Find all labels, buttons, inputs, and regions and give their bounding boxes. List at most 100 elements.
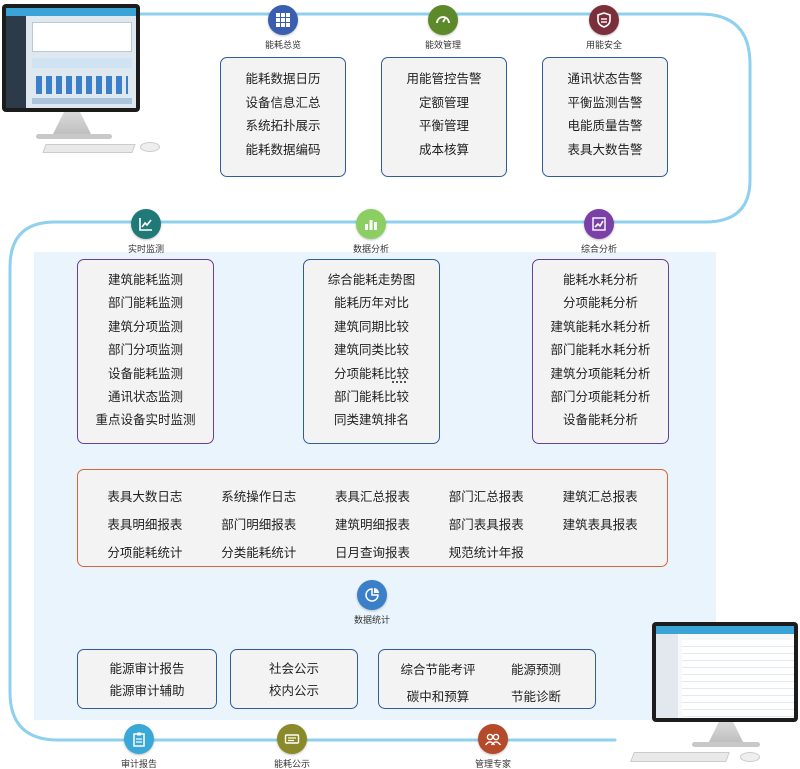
list-item[interactable]: 建筑分项监测 — [107, 318, 183, 334]
node-label: 审计报告 — [120, 760, 157, 769]
node-energy-overview[interactable]: 能耗总览 — [243, 5, 323, 51]
list-item[interactable]: 重点设备实时监测 — [95, 412, 196, 428]
list-item[interactable]: 表具大数告警 — [567, 141, 643, 157]
box-energy-overview: 能耗数据日历设备信息汇总系统拓扑展示能耗数据编码 — [220, 57, 346, 177]
list-item[interactable]: 能源预测 — [510, 662, 561, 677]
list-item[interactable]: 平衡管理 — [418, 118, 469, 133]
node-label: 用能安全 — [585, 41, 622, 51]
list-item[interactable]: 建筑能耗水耗分析 — [550, 318, 651, 334]
desktop-monitor-right — [622, 612, 800, 769]
node-data-statistics[interactable]: 数据统计 — [332, 580, 412, 626]
list-item[interactable]: 能耗水耗分析 — [562, 272, 638, 287]
list-item[interactable]: 建筑同类比较 — [333, 342, 409, 358]
list-item[interactable]: 部门能耗比较 — [333, 389, 409, 405]
list-item[interactable]: 能源审计辅助 — [109, 683, 185, 698]
list-item[interactable]: 设备信息汇总 — [245, 94, 321, 110]
desktop-monitor-left — [0, 0, 176, 160]
list-item[interactable]: 建筑能耗监测 — [107, 272, 183, 287]
list-item[interactable]: 分项能耗分析 — [562, 295, 638, 311]
list-item[interactable]: 表具明细报表 — [107, 517, 183, 532]
list-item[interactable]: 平衡监测告警 — [567, 94, 643, 110]
node-comprehensive-analysis[interactable]: 综合分析 — [559, 209, 639, 255]
box-audit-report: 能源审计报告能源审计辅助 — [77, 649, 217, 709]
list-item[interactable]: 能源审计报告 — [109, 661, 185, 676]
list-item[interactable]: 设备能耗监测 — [107, 365, 183, 381]
list-item[interactable]: 表具汇总报表 — [334, 489, 410, 504]
node-label: 综合分析 — [580, 245, 617, 255]
node-label: 数据统计 — [353, 616, 390, 626]
node-label: 能效管理 — [424, 41, 461, 51]
list-item[interactable]: 表具大数日志 — [107, 489, 183, 504]
shield-icon — [589, 5, 619, 35]
list-item[interactable]: 综合能耗走势图 — [327, 272, 416, 287]
box-data-statistics: 表具大数日志 系统操作日志 表具汇总报表 部门汇总报表 建筑汇总报表表具明细报表 部门明细… — [77, 469, 668, 567]
box-mgmt-expert: 综合节能考评 能源预测碳中和预算 节能诊断 — [378, 649, 596, 709]
list-item[interactable]: 日月查询报表 — [334, 545, 410, 560]
box-comprehensive-analysis: 能耗水耗分析分项能耗分析建筑能耗水耗分析部门能耗水耗分析建筑分项能耗分析部门分项… — [532, 259, 669, 444]
list-item[interactable]: 分项能耗统计 — [107, 545, 183, 560]
list-item[interactable]: 综合节能考评 — [400, 662, 476, 677]
node-realtime-monitor[interactable]: 实时监测 — [106, 209, 186, 255]
node-energy-public[interactable]: 能耗公示 — [252, 724, 332, 769]
list-item[interactable]: 分类能耗统计 — [221, 545, 297, 560]
box-data-analysis: 综合能耗走势图能耗历年对比建筑同期比较建筑同类比较分项能耗比较部门能耗比较同类建… — [303, 259, 440, 444]
notice-icon — [277, 724, 307, 754]
node-label: 数据分析 — [352, 245, 389, 255]
list-item[interactable]: 校内公示 — [268, 683, 319, 698]
list-item[interactable]: 部门分项能耗分析 — [550, 389, 651, 405]
list-item[interactable]: 电能质量告警 — [567, 118, 643, 133]
list-item[interactable]: 部门分项监测 — [107, 342, 183, 358]
box-efficiency-mgmt: 用能管控告警定额管理平衡管理成本核算 — [381, 57, 507, 177]
node-energy-safety[interactable]: 用能安全 — [564, 5, 644, 51]
list-item[interactable]: 系统操作日志 — [221, 489, 297, 504]
list-item[interactable]: 能耗数据编码 — [245, 141, 321, 157]
divider-dots — [392, 381, 406, 383]
list-item[interactable]: 建筑明细报表 — [334, 517, 410, 532]
list-item[interactable]: 成本核算 — [418, 141, 469, 157]
list-item[interactable]: 通讯状态监测 — [107, 389, 183, 405]
list-item[interactable]: 建筑分项能耗分析 — [550, 365, 651, 381]
pie-chart-icon — [357, 580, 387, 610]
list-item[interactable]: 定额管理 — [418, 94, 469, 110]
clipboard-icon — [124, 724, 154, 754]
list-item[interactable]: 建筑表具报表 — [562, 517, 638, 532]
list-item[interactable]: 分项能耗比较 — [333, 365, 409, 381]
list-item[interactable]: 部门明细报表 — [221, 517, 297, 532]
list-item[interactable]: 部门能耗监测 — [107, 295, 183, 311]
node-efficiency-mgmt[interactable]: 能效管理 — [403, 5, 483, 51]
box-energy-safety: 通讯状态告警平衡监测告警电能质量告警表具大数告警 — [542, 57, 668, 177]
node-audit-report[interactable]: 审计报告 — [99, 724, 179, 769]
list-item[interactable]: 建筑同期比较 — [333, 318, 409, 334]
gauge-icon — [428, 5, 458, 35]
list-item[interactable]: 系统拓扑展示 — [245, 118, 321, 133]
line-chart-icon — [131, 209, 161, 239]
node-mgmt-expert[interactable]: 管理专家 — [453, 724, 533, 769]
box-energy-public: 社会公示校内公示 — [230, 649, 358, 709]
node-label: 能耗总览 — [264, 41, 301, 51]
list-item[interactable]: 节能诊断 — [510, 689, 561, 704]
list-item[interactable]: 能耗历年对比 — [333, 295, 409, 311]
experts-icon — [478, 724, 508, 754]
box-realtime-monitor: 建筑能耗监测部门能耗监测建筑分项监测部门分项监测设备能耗监测通讯状态监测重点设备… — [77, 259, 214, 444]
node-label: 实时监测 — [127, 245, 164, 255]
list-item[interactable]: 碳中和预算 — [406, 689, 470, 704]
list-item[interactable]: 设备能耗分析 — [562, 412, 638, 428]
list-item[interactable]: 同类建筑排名 — [333, 412, 409, 428]
list-item[interactable]: 部门汇总报表 — [448, 489, 524, 504]
list-item[interactable]: 建筑汇总报表 — [562, 489, 638, 504]
node-label: 能耗公示 — [273, 760, 310, 769]
trend-chart-icon — [584, 209, 614, 239]
list-item[interactable]: 规范统计年报 — [448, 545, 524, 560]
list-item[interactable]: 部门表具报表 — [448, 517, 524, 532]
list-item[interactable]: 通讯状态告警 — [567, 71, 643, 86]
bar-chart-icon — [356, 209, 386, 239]
list-item[interactable]: 部门能耗水耗分析 — [550, 342, 651, 358]
list-item[interactable]: 用能管控告警 — [406, 71, 482, 86]
node-data-analysis[interactable]: 数据分析 — [331, 209, 411, 255]
grid-icon — [268, 5, 298, 35]
node-label: 管理专家 — [474, 760, 511, 769]
list-item[interactable]: 能耗数据日历 — [245, 71, 321, 86]
list-item[interactable]: 社会公示 — [268, 661, 319, 676]
